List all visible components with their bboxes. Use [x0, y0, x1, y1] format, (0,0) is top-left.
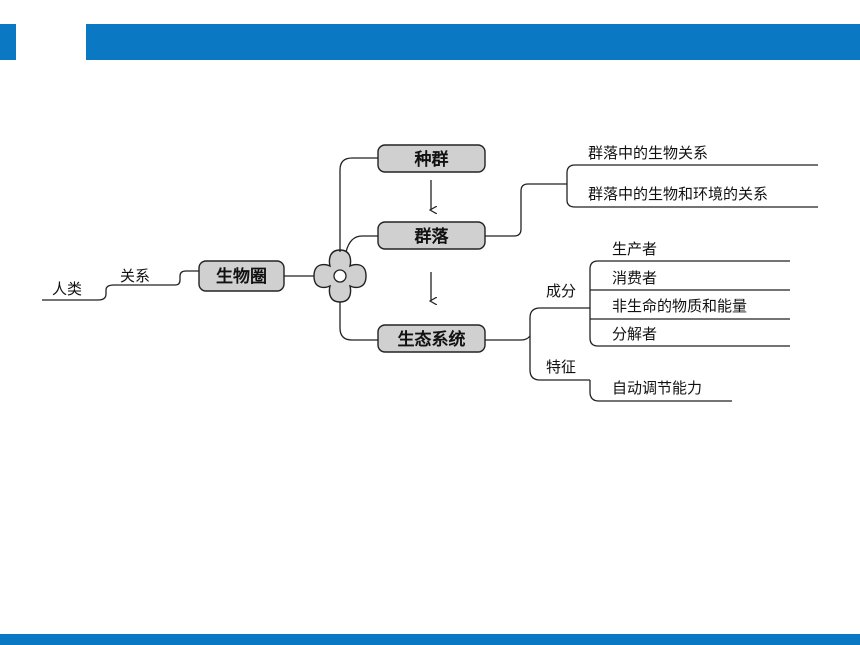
comp-item-producer: 生产者 [612, 240, 657, 258]
branch-to-ecosystem [339, 302, 378, 341]
comp-item-consumer: 消费者 [612, 269, 657, 287]
feature-item-self-regulation: 自动调节能力 [612, 379, 702, 397]
label-community-rel-1: 群落中的生物关系 [588, 144, 708, 162]
label-humans: 人类 [52, 280, 82, 298]
header-bar-left [0, 24, 16, 60]
features-branch [529, 336, 590, 381]
comp-item-decomposer: 分解者 [612, 325, 657, 343]
humans-underline [42, 270, 199, 301]
node-ecosystem [377, 324, 486, 353]
node-population [377, 144, 486, 173]
footer-bar [0, 634, 860, 645]
comp-item-abiotic: 非生命的物质和能量 [612, 297, 747, 315]
community-branch [485, 183, 567, 237]
community-rel-1-line [566, 164, 818, 184]
branch-to-population [339, 157, 378, 252]
feature-item-line [589, 380, 732, 402]
header-bar [86, 24, 860, 60]
label-community-rel-2: 群落中的生物和环境的关系 [588, 185, 768, 203]
label-features: 特征 [546, 358, 576, 376]
node-population-label: 种群 [414, 149, 449, 170]
node-biosphere-label: 生物圈 [216, 266, 267, 287]
label-relation: 关系 [120, 267, 150, 285]
label-composition: 成分 [546, 282, 576, 300]
ecosystem-branch [485, 335, 531, 341]
community-rel-2-line [566, 184, 818, 208]
node-community-label: 群落 [415, 226, 450, 247]
composition-fan [589, 260, 790, 347]
composition-branch [529, 307, 590, 336]
branch-to-community [345, 235, 378, 253]
node-ecosystem-label: 生态系统 [398, 329, 466, 350]
hub-center-circle [333, 269, 347, 283]
